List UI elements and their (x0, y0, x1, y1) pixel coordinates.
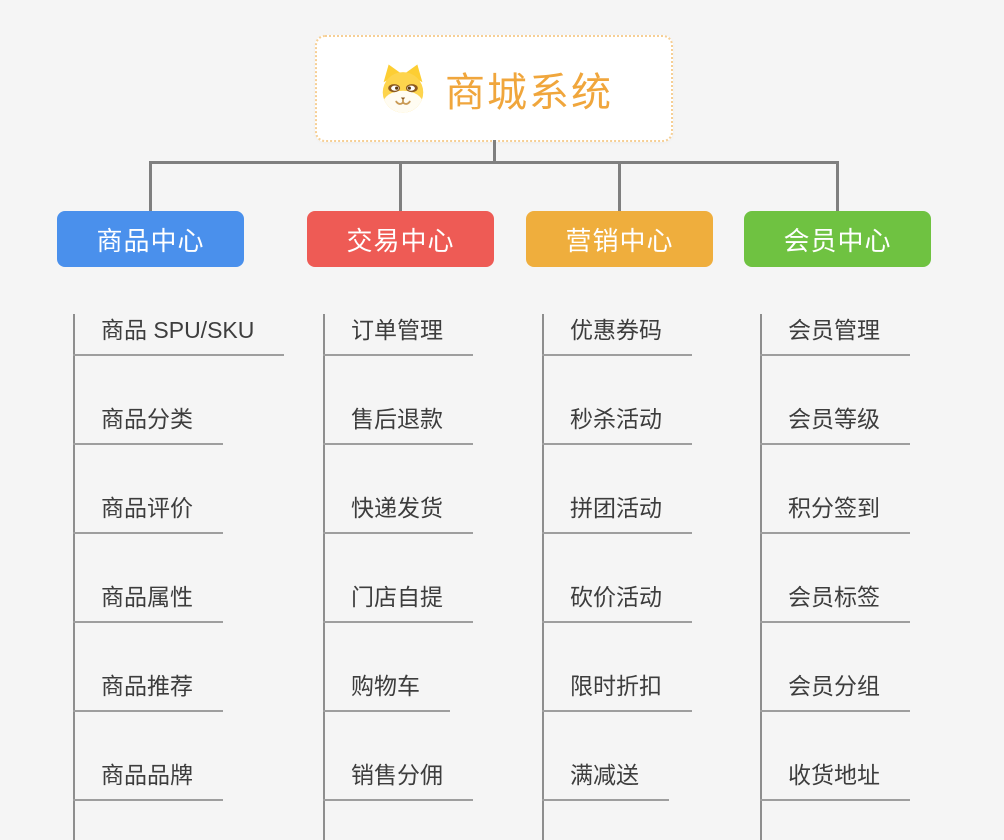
leaf-node[interactable]: 门店自提 (323, 581, 473, 623)
leaf-node[interactable]: 会员等级 (760, 403, 910, 445)
leaf-node[interactable]: 拼团活动 (542, 492, 692, 534)
connector-horizontal-bus (149, 161, 839, 164)
leaf-node[interactable]: 会员标签 (760, 581, 910, 623)
connector-drop-marketing (618, 161, 621, 211)
leaf-node[interactable]: 商品分类 (73, 403, 223, 445)
leaf-node[interactable]: 购物车 (323, 670, 450, 712)
branch-header-marketing[interactable]: 营销中心 (526, 211, 713, 267)
leaf-node[interactable]: 商品评价 (73, 492, 223, 534)
leaf-node[interactable]: 商品推荐 (73, 670, 223, 712)
root-node[interactable]: 商城系统 (315, 35, 673, 142)
leaf-node[interactable]: 会员管理 (760, 314, 910, 356)
branch-header-members[interactable]: 会员中心 (744, 211, 931, 267)
branch-products: 商品中心 商品 SPU/SKU 商品分类 商品评价 商品属性 商品推荐 商品品牌 (57, 211, 285, 840)
leaf-node[interactable]: 订单管理 (323, 314, 473, 356)
branch-body: 商品 SPU/SKU 商品分类 商品评价 商品属性 商品推荐 商品品牌 (57, 314, 285, 840)
leaf-node[interactable]: 销售分佣 (323, 759, 473, 801)
connector-drop-members (836, 161, 839, 211)
connector-root-drop (493, 140, 496, 163)
branch-body: 会员管理 会员等级 积分签到 会员标签 会员分组 收货地址 (744, 314, 931, 840)
leaf-node[interactable]: 会员分组 (760, 670, 910, 712)
root-title: 商城系统 (445, 70, 613, 115)
branch-header-trade[interactable]: 交易中心 (307, 211, 494, 267)
leaf-node[interactable]: 砍价活动 (542, 581, 692, 623)
branch-body: 优惠券码 秒杀活动 拼团活动 砍价活动 限时折扣 满减送 (526, 314, 713, 840)
branch-body: 订单管理 售后退款 快递发货 门店自提 购物车 销售分佣 (307, 314, 494, 840)
leaf-node[interactable]: 限时折扣 (542, 670, 692, 712)
connector-drop-trade (399, 161, 402, 211)
branch-spine (73, 314, 75, 840)
branch-header-products[interactable]: 商品中心 (57, 211, 244, 267)
leaf-node[interactable]: 商品 SPU/SKU (73, 314, 285, 356)
branch-marketing: 营销中心 优惠券码 秒杀活动 拼团活动 砍价活动 限时折扣 满减送 (526, 211, 713, 840)
leaf-node[interactable]: 积分签到 (760, 492, 910, 534)
leaf-node[interactable]: 优惠券码 (542, 314, 692, 356)
leaf-node[interactable]: 满减送 (542, 759, 669, 801)
branch-spine (760, 314, 762, 840)
leaf-node[interactable]: 商品属性 (73, 581, 223, 623)
connector-drop-products (149, 161, 152, 211)
leaf-node[interactable]: 售后退款 (323, 403, 473, 445)
branch-spine (323, 314, 325, 840)
dog-face-icon (382, 64, 424, 113)
leaf-node[interactable]: 收货地址 (760, 759, 910, 801)
branch-spine (542, 314, 544, 840)
branch-members: 会员中心 会员管理 会员等级 积分签到 会员标签 会员分组 收货地址 (744, 211, 931, 840)
leaf-node[interactable]: 商品品牌 (73, 759, 223, 801)
leaf-node[interactable]: 秒杀活动 (542, 403, 692, 445)
leaf-node[interactable]: 快递发货 (323, 492, 473, 534)
branch-trade: 交易中心 订单管理 售后退款 快递发货 门店自提 购物车 销售分佣 (307, 211, 494, 840)
